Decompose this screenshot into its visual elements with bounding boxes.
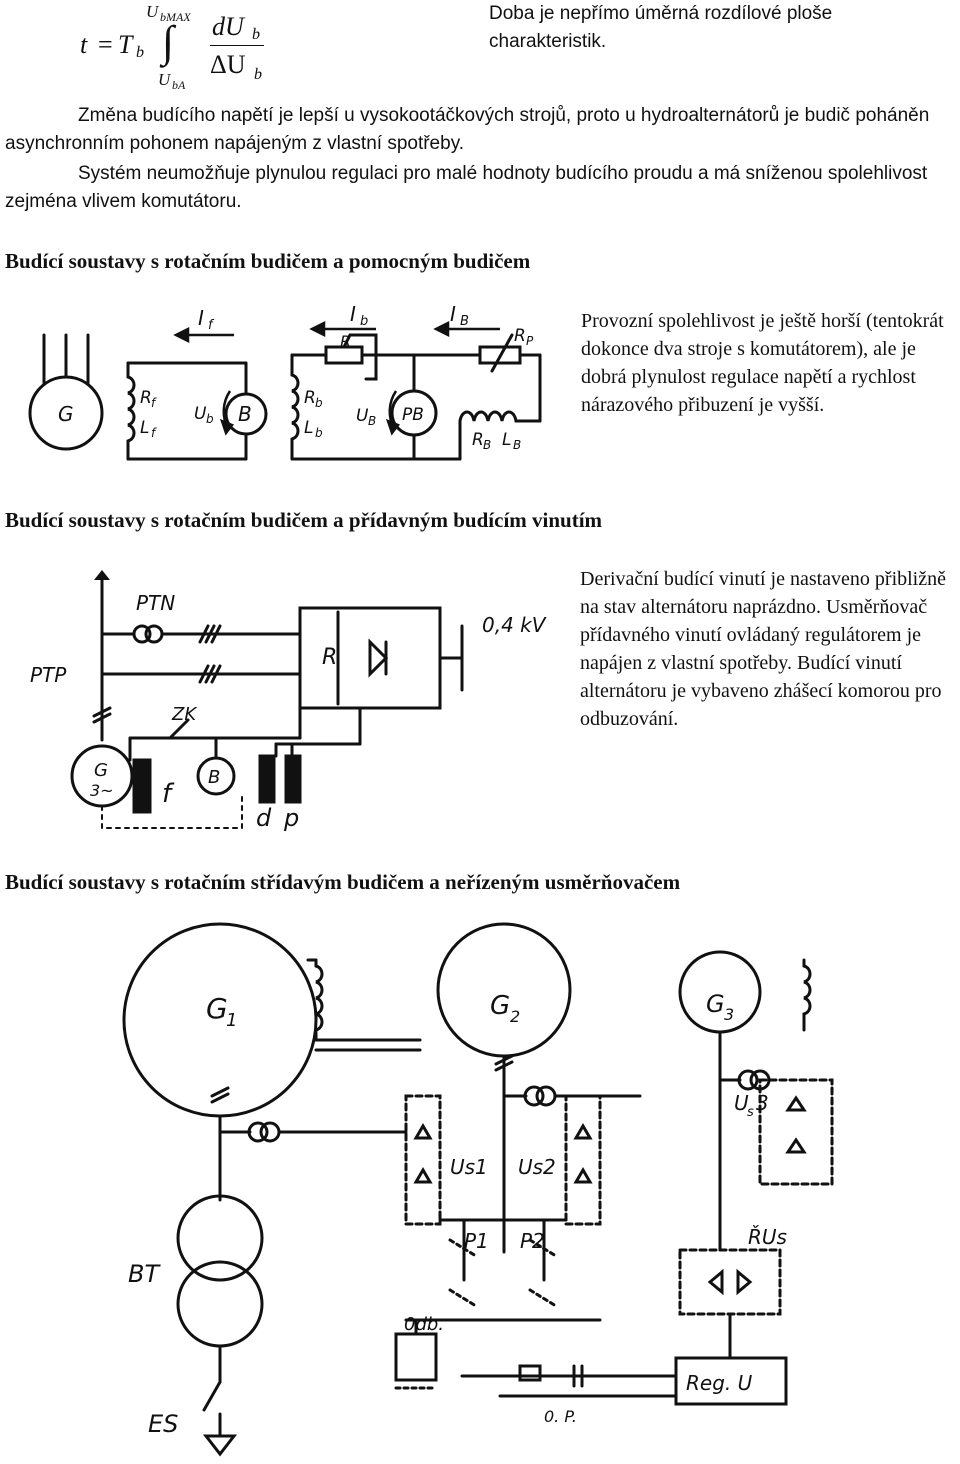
- formula-upper: U: [146, 2, 159, 21]
- label-LB: L: [502, 430, 511, 450]
- formula-integral: ∫: [162, 17, 175, 66]
- label-OP: 0. P.: [544, 1407, 577, 1426]
- diagram-excitation-ac-exciter: G 1 G 2 G 3 Us1 Us2 U s 3 P1 P2 ŘUs BT E…: [122, 922, 834, 1457]
- label-Rf-sub: f: [151, 396, 157, 410]
- label-G2: G: [490, 991, 510, 1021]
- formula: t = T b U bMAX ∫ U bA dU b ΔU b: [80, 0, 440, 92]
- formula-lower-sub: bA: [172, 78, 186, 92]
- label-ES: ES: [148, 1410, 178, 1438]
- de-excitation-chamber: [394, 1332, 438, 1382]
- paragraph-2: Systém neumožňuje plynulou regulaci pro …: [5, 160, 957, 216]
- label-Rf: R: [140, 388, 152, 408]
- diagram-excitation-aux-winding: PTN PTP R 0,4 kV ZK G 3~ f B d p: [30, 570, 547, 832]
- exciter-b-symbol: [224, 392, 268, 436]
- label-Us3-sub: s: [747, 1105, 754, 1120]
- label-PTN: PTN: [136, 591, 175, 615]
- diagram-excitation-aux-exciter: G B PB I f I b I B R R P R f L f R b L b…: [28, 302, 542, 461]
- label-LB-sub: B: [513, 438, 521, 452]
- label-RegU: Reg. U: [686, 1371, 753, 1395]
- label-Rp: R: [514, 326, 526, 346]
- label-Ub: U: [194, 404, 207, 424]
- label-ZK: ZK: [171, 704, 197, 725]
- label-G1-sub: 1: [226, 1010, 237, 1031]
- paragraph-1: Změna budícího napětí je lepší u vysokoo…: [5, 102, 957, 158]
- formula-T-sub: b: [136, 44, 144, 61]
- label-UB-sub: B: [368, 414, 376, 428]
- label-G2-sub: 2: [510, 1007, 520, 1026]
- formula-denominator-sub: b: [254, 66, 262, 83]
- label-p: p: [283, 804, 299, 832]
- label-Ub-sub: b: [206, 412, 214, 426]
- label-P1: P1: [464, 1229, 489, 1253]
- label-PB: PB: [402, 405, 424, 425]
- formula-lower: U: [158, 70, 171, 89]
- generator-g2-symbol: [436, 922, 572, 1058]
- paragraph-2-text: Systém neumožňuje plynulou regulaci pro …: [5, 163, 928, 212]
- label-IB: I: [450, 302, 456, 326]
- label-G3: G: [706, 990, 725, 1018]
- formula-note: Doba je nepřímo úměrná rozdílové ploše c…: [489, 3, 833, 52]
- label-Odb: 0db.: [404, 1314, 444, 1335]
- section1-text: Provozní spolehlivost je ještě horší (te…: [581, 310, 944, 416]
- label-UB: U: [356, 406, 369, 426]
- label-Ib: I: [350, 302, 356, 326]
- formula-numerator-sub: b: [252, 26, 260, 43]
- label-f: f: [162, 779, 175, 809]
- label-G-phase: 3~: [90, 781, 114, 800]
- formula-numerator: dU: [212, 12, 244, 41]
- rectifier-us1: [404, 1094, 442, 1226]
- label-If-sub: f: [208, 318, 215, 333]
- label-RB: R: [472, 430, 484, 450]
- label-RB-sub: B: [483, 438, 491, 452]
- label-Ib-sub: b: [360, 314, 368, 329]
- paragraph-1-text: Změna budícího napětí je lepší u vysokoo…: [5, 105, 930, 154]
- label-Lf-sub: f: [151, 426, 157, 440]
- rectifier-us3: [758, 1078, 834, 1186]
- label-B: B: [238, 402, 252, 426]
- label-Rb-sub: b: [315, 396, 323, 410]
- section2-text: Derivační budící vinutí je nastaveno při…: [580, 568, 946, 730]
- label-R2: R: [322, 645, 337, 670]
- section3-heading: Budící soustavy s rotačním střídavým bud…: [5, 870, 681, 894]
- label-RUs: ŘUs: [748, 1225, 787, 1249]
- formula-T: T: [118, 30, 133, 59]
- label-If: I: [198, 306, 204, 330]
- label-d: d: [256, 804, 272, 832]
- formula-eq: =: [98, 30, 113, 59]
- label-G1: G: [206, 992, 228, 1025]
- label-G: G: [58, 402, 74, 426]
- label-Lf: L: [140, 418, 149, 438]
- controlled-rectifier-rus: [678, 1248, 782, 1316]
- label-PTP: PTP: [30, 663, 67, 687]
- label-Us3: U: [734, 1091, 749, 1115]
- label-G2: G: [94, 760, 108, 781]
- label-B2: B: [208, 767, 220, 788]
- label-Us2: Us2: [518, 1155, 556, 1179]
- label-R: R: [340, 332, 351, 351]
- label-voltage: 0,4 kV: [482, 613, 547, 637]
- label-G3-sub: 3: [724, 1005, 734, 1024]
- fraction-bar: [210, 45, 264, 46]
- label-Lb: L: [304, 418, 313, 438]
- rectifier-us2: [564, 1094, 602, 1226]
- label-IB-sub: B: [460, 314, 469, 329]
- formula-denominator: ΔU: [210, 50, 246, 79]
- label-Us3-num: 3: [756, 1091, 769, 1115]
- label-Lb-sub: b: [315, 426, 323, 440]
- label-Rb: R: [304, 388, 316, 408]
- label-P2: P2: [520, 1229, 545, 1253]
- label-Us1: Us1: [450, 1155, 488, 1179]
- transformer-bt-symbol: [176, 1194, 264, 1282]
- formula-upper-sub: bMAX: [160, 10, 191, 24]
- formula-t: t: [80, 30, 88, 59]
- label-Rp-sub: P: [526, 334, 534, 348]
- section1-heading: Budící soustavy s rotačním budičem a pom…: [5, 249, 531, 273]
- section2-heading: Budící soustavy s rotačním budičem a pří…: [5, 508, 603, 532]
- label-BT: BT: [128, 1260, 161, 1288]
